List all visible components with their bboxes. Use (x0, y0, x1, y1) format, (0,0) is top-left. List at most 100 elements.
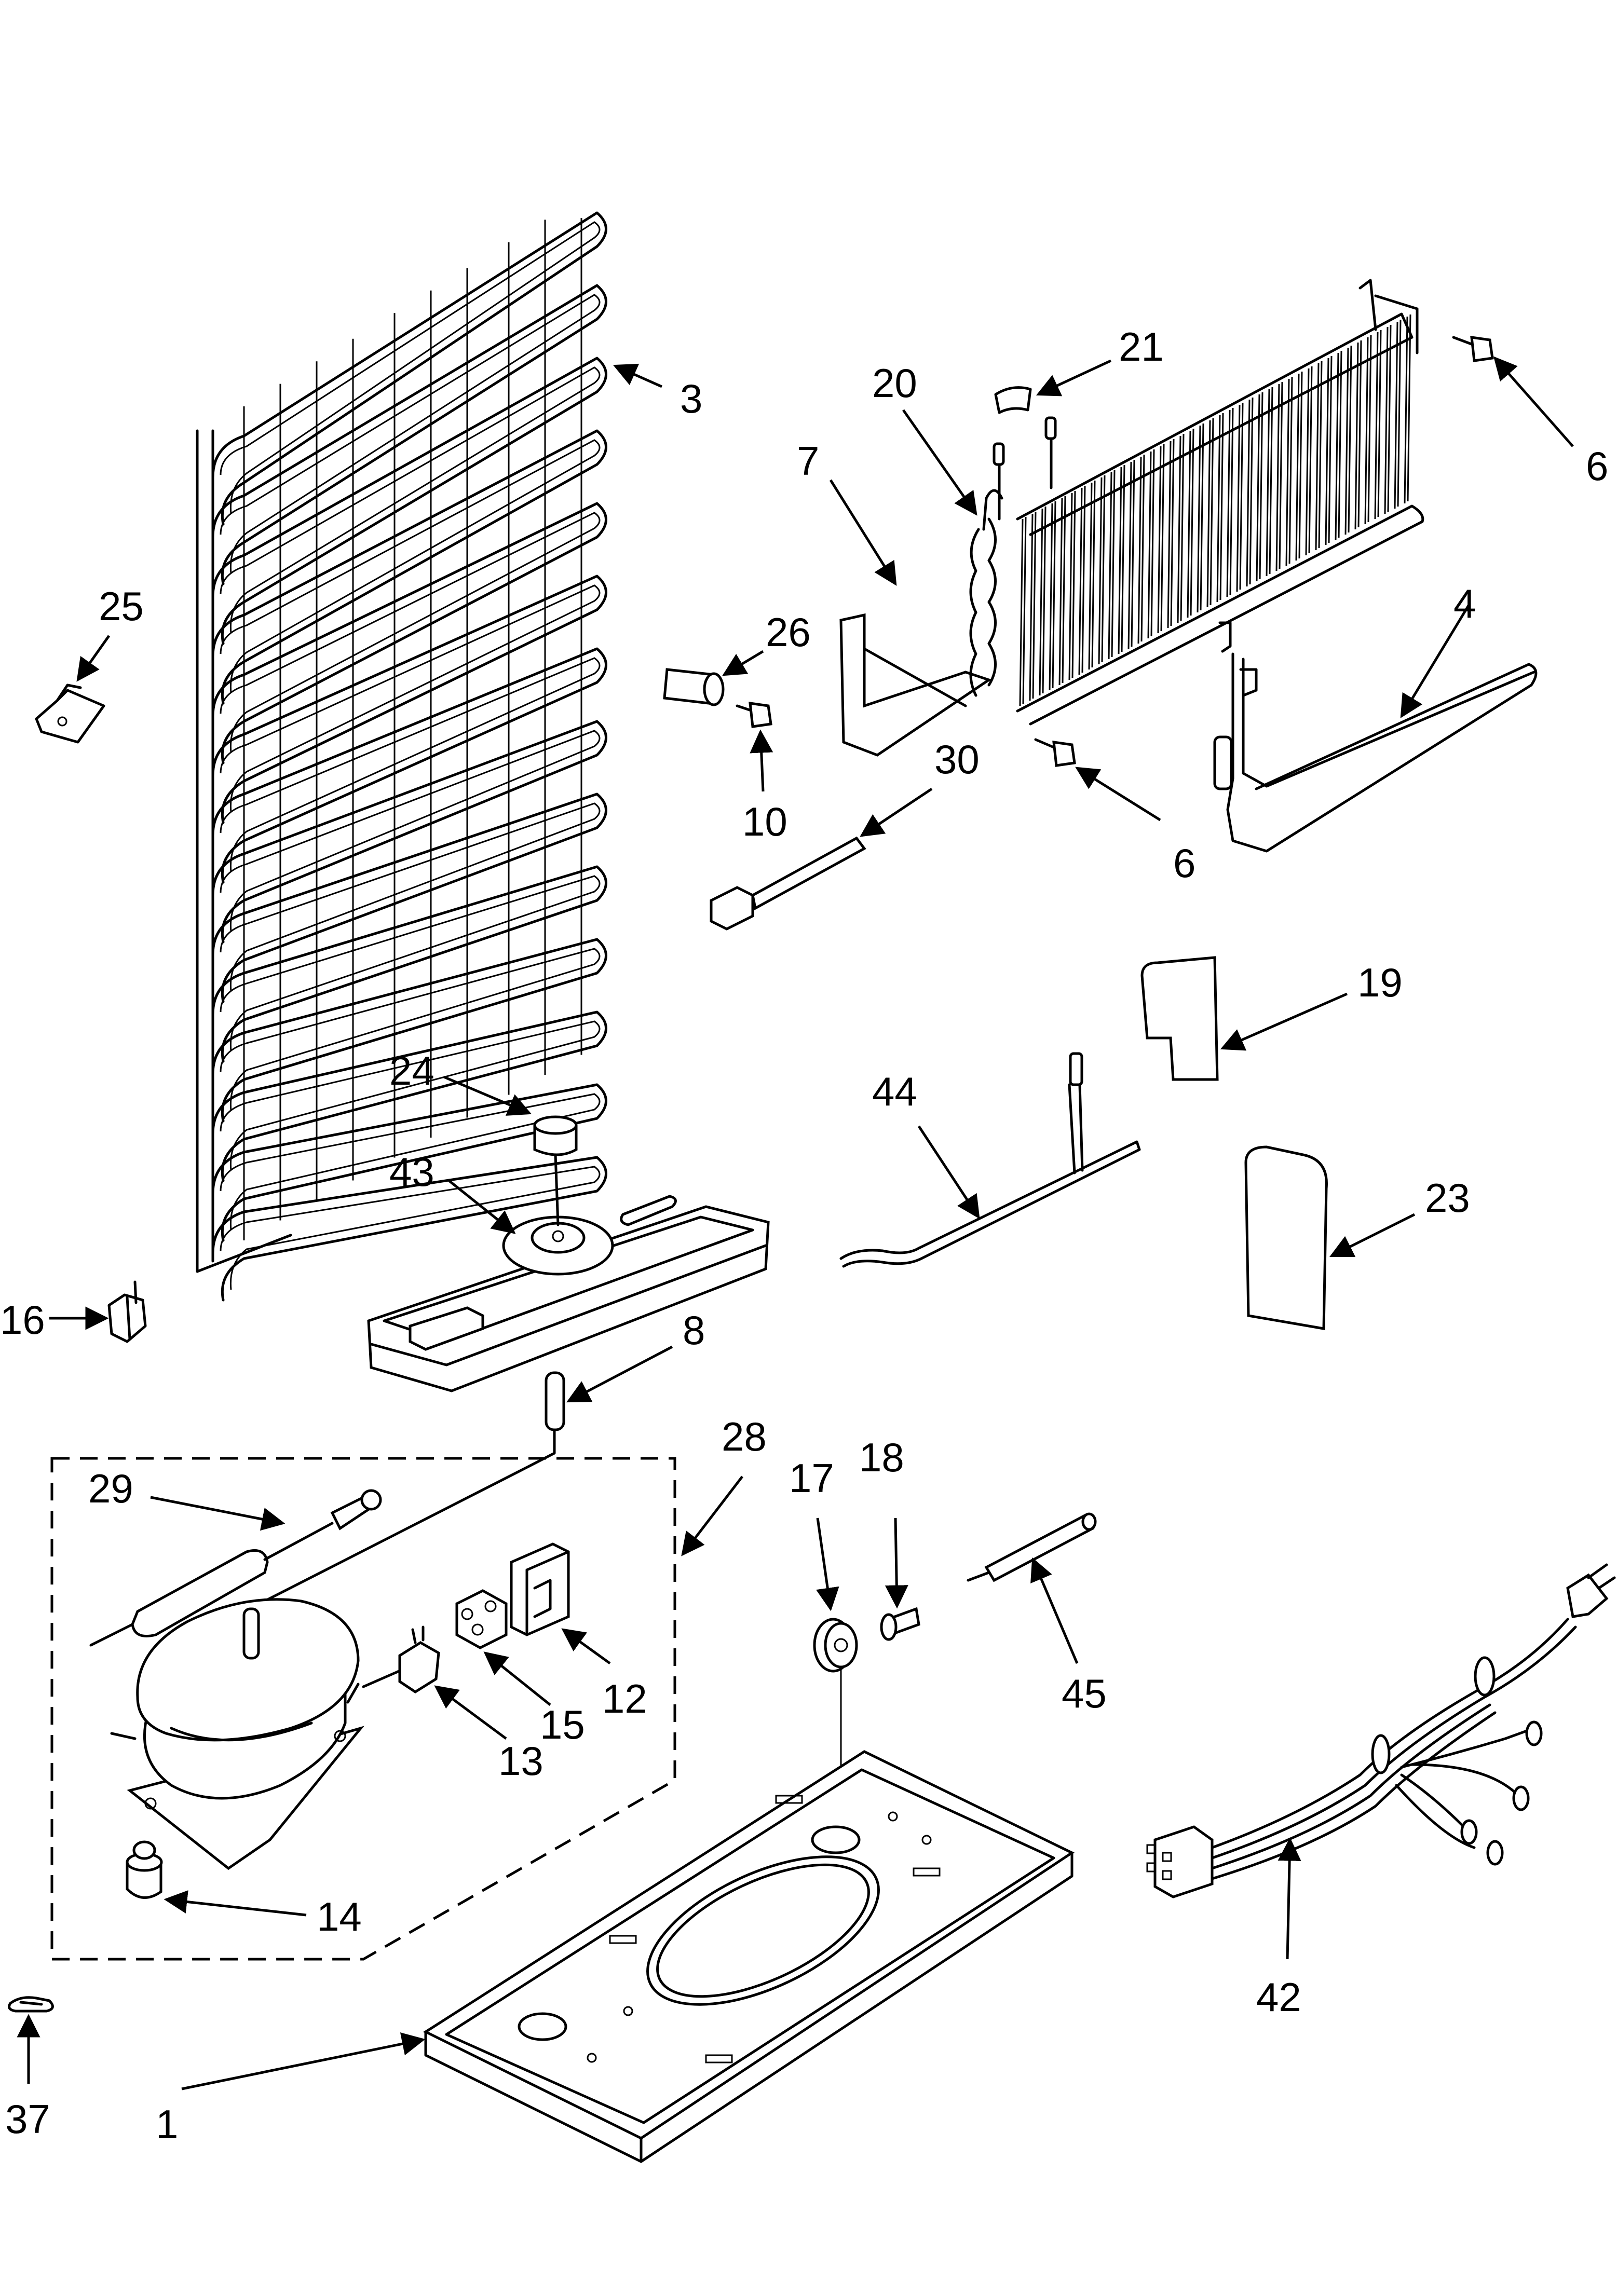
coil-loop (211, 502, 607, 764)
drain-pan (367, 1115, 770, 1392)
leader-18 (885, 1518, 908, 1609)
coil-loop (211, 1010, 607, 1182)
tube-part-8 (258, 1371, 565, 1605)
callout-6-lower: 6 (1173, 840, 1195, 886)
coil-loop (211, 792, 607, 1003)
evaporator-fin (1187, 428, 1194, 618)
evaporator-fin (1019, 516, 1027, 706)
callout-24: 24 (389, 1048, 434, 1094)
evaporator-fin (1206, 418, 1214, 608)
coil-loop (211, 647, 607, 884)
evaporator-fin (1344, 345, 1352, 535)
callout-18: 18 (859, 1434, 904, 1480)
callout-4: 4 (1453, 581, 1476, 626)
clip-part-16 (107, 1280, 147, 1343)
leader-13 (434, 1685, 507, 1740)
evaporator-fin (1049, 501, 1056, 691)
callout-30: 30 (934, 736, 980, 782)
coil-loop-inner (220, 1020, 601, 1171)
callout-15: 15 (540, 1702, 585, 1747)
callout-8: 8 (683, 1307, 705, 1353)
drier-part-29 (89, 1489, 382, 1647)
evaporator-fin (1039, 506, 1047, 696)
leader-21 (1036, 359, 1112, 397)
evaporator-fin (1157, 444, 1165, 634)
coil-loop (211, 357, 607, 645)
coil-loop-inner (220, 221, 601, 514)
evaporator (839, 279, 1424, 757)
evaporator-fin (1088, 480, 1096, 670)
base-pan-part-1 (423, 1750, 1075, 2163)
evaporator-fin (1127, 459, 1135, 649)
coil-loop-inner (220, 948, 601, 1111)
callout-42: 42 (1256, 1974, 1301, 2020)
callout-37: 37 (5, 2096, 50, 2142)
evaporator-fin (1256, 392, 1263, 582)
coil-loop-inner (220, 294, 601, 574)
callout-25: 25 (99, 583, 144, 629)
leader-8 (566, 1345, 673, 1403)
evaporator-fin (1246, 397, 1254, 587)
callout-1: 1 (156, 2101, 178, 2147)
callout-28: 28 (722, 1414, 767, 1459)
evaporator-fin (1029, 511, 1037, 701)
leader-14 (164, 1890, 307, 1917)
evaporator-fin (1167, 439, 1175, 628)
insulation-part-23 (1244, 1145, 1328, 1330)
evaporator-fin (1216, 413, 1224, 603)
leader-12 (561, 1628, 611, 1665)
coil-loop-inner (220, 657, 601, 872)
callout-26: 26 (766, 609, 811, 655)
leader-1 (181, 2032, 426, 2090)
coil-loop-inner (220, 730, 601, 932)
evaporator-fin (1236, 402, 1244, 592)
leader-29 (150, 1496, 286, 1531)
leader-23 (1329, 1213, 1416, 1258)
coil-loop (211, 211, 607, 526)
evaporator-fin (1354, 340, 1362, 530)
callout-44: 44 (872, 1069, 917, 1114)
clip-part-21 (994, 386, 1032, 414)
evaporator-fin (1325, 356, 1333, 545)
coil-loop-inner (220, 1166, 601, 1290)
leader-19 (1220, 992, 1348, 1051)
evaporator-fin (1315, 361, 1323, 551)
callout-3: 3 (680, 376, 702, 421)
coil-loop-inner (220, 802, 601, 992)
callout-6-upper: 6 (1586, 443, 1608, 489)
evaporator-fin (1068, 490, 1076, 680)
leader-24 (443, 1075, 532, 1116)
coil-loop-inner (220, 1093, 601, 1231)
grommet-part-14 (126, 1840, 163, 1899)
evaporator-fin (1404, 314, 1411, 504)
evaporator-fin (1098, 475, 1106, 665)
coil-loop (211, 1156, 607, 1302)
leader-25 (76, 635, 111, 682)
axle-part-18 (880, 1607, 920, 1641)
coil-loop (211, 865, 607, 1063)
screw-part-6-left (1034, 738, 1076, 767)
drain-tube-part-44 (839, 1052, 1141, 1268)
leader-lines (17, 356, 1574, 2090)
wire-harness-part-42 (1146, 1563, 1616, 1898)
evaporator-fin (1394, 319, 1402, 509)
callout-19: 19 (1357, 960, 1403, 1005)
callout-10: 10 (742, 799, 787, 844)
callout-20: 20 (872, 360, 917, 406)
evaporator-fin (1197, 423, 1204, 613)
coil-loop (211, 575, 607, 824)
leader-42 (1278, 1837, 1301, 1960)
coil-loop (211, 1083, 607, 1242)
coil-loop-inner (220, 584, 601, 813)
leader-17 (816, 1518, 839, 1611)
leader-3 (613, 363, 663, 388)
clip-part-25 (35, 684, 105, 744)
defrost-heater (1213, 621, 1538, 853)
evaporator-fin (1226, 407, 1234, 597)
callout-17: 17 (789, 1455, 834, 1501)
leader-4 (1400, 604, 1471, 718)
leader-15 (483, 1651, 551, 1706)
evaporator-fin (1177, 433, 1185, 623)
compressor-kit-boundary (50, 1457, 676, 1961)
